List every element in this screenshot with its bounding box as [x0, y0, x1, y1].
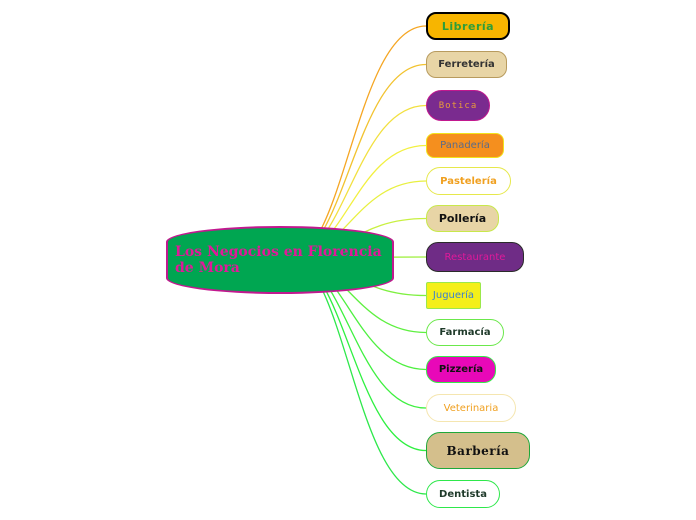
topic-label: Farmacía	[439, 327, 491, 338]
topic-restaurante[interactable]: Restaurante	[426, 242, 524, 272]
topic-label: Pastelería	[440, 175, 497, 187]
topic-label: Ferretería	[438, 59, 495, 70]
topic-pizzeria[interactable]: Pizzería	[426, 356, 496, 383]
topic-botica[interactable]: Botica	[426, 90, 490, 121]
topic-libreria[interactable]: Librería	[426, 12, 510, 40]
topic-label: Dentista	[439, 488, 487, 500]
topic-dentista[interactable]: Dentista	[426, 480, 500, 508]
topic-label: Librería	[441, 19, 495, 33]
topic-polleria[interactable]: Pollería	[426, 205, 499, 232]
topic-label: Pollería	[438, 212, 487, 225]
topic-barberia[interactable]: Barbería	[426, 432, 530, 469]
topic-pasteleria[interactable]: Pastelería	[426, 167, 511, 195]
topic-label: Barbería	[446, 443, 510, 458]
topic-ferreteria[interactable]: Ferretería	[426, 51, 507, 78]
topic-veterinaria[interactable]: Veterinaria	[426, 394, 516, 422]
topic-panaderia[interactable]: Panadería	[426, 133, 504, 158]
topic-label: Veterinaria	[443, 402, 499, 414]
topic-label: Botica	[438, 100, 478, 111]
topic-jugueria[interactable]: Juguería	[426, 282, 481, 309]
central-topic[interactable]: Los Negocios en Florencia de Mora	[166, 226, 394, 294]
topic-label: Juguería	[432, 290, 475, 301]
topic-farmacia[interactable]: Farmacía	[426, 319, 504, 346]
topic-label: Pizzería	[438, 364, 484, 375]
central-topic-label: Los Negocios en Florencia de Mora	[175, 244, 382, 276]
topic-label: Panadería	[440, 140, 490, 151]
connector-libreria	[289, 25, 427, 259]
topic-label: Restaurante	[444, 251, 506, 263]
